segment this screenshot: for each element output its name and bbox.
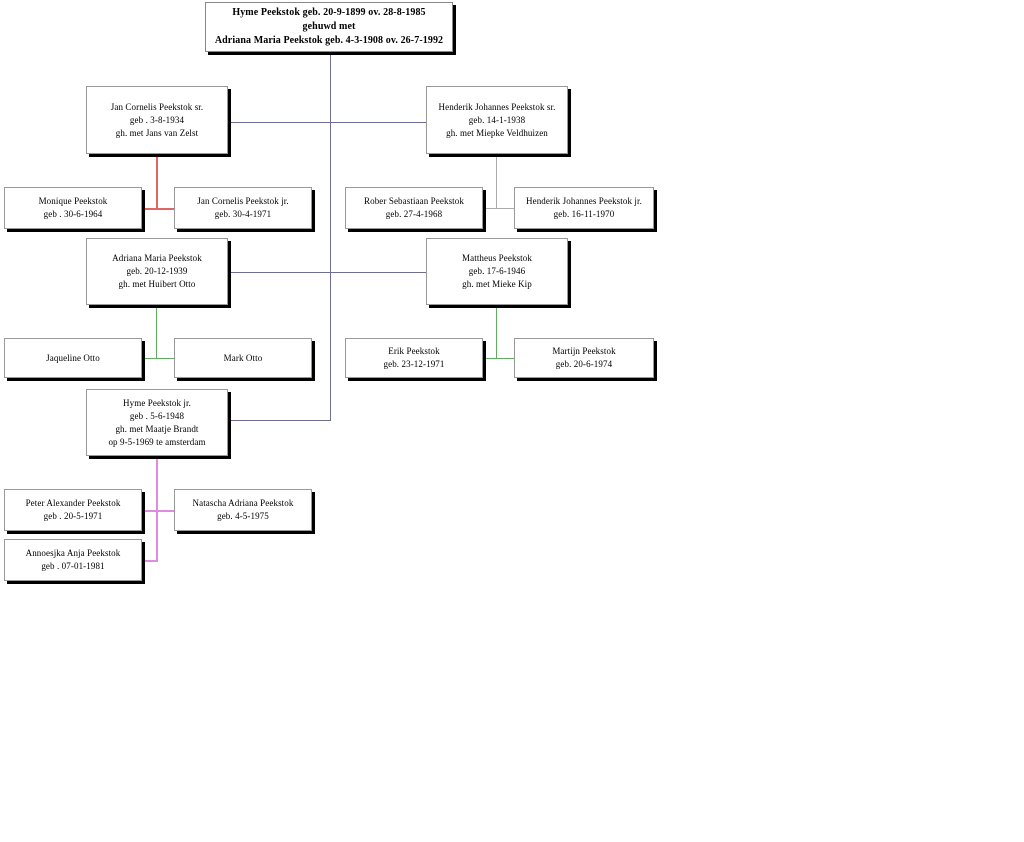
person-box-annoesjka-anja[interactable]: Annoesjka Anja Peekstok geb . 07-01-1981: [4, 539, 142, 581]
person-name: Hyme Peekstok jr.: [123, 397, 191, 408]
trunk-branch-gen2-row3: [228, 272, 428, 273]
person-name: Jan Cornelis Peekstok jr.: [197, 196, 289, 206]
person-birth: geb . 3-8-1934: [129, 114, 185, 125]
person-box-jaqueline-otto[interactable]: Jaqueline Otto: [4, 338, 142, 378]
person-birth: geb . 20-5-1971: [43, 511, 103, 521]
person-name: Henderik Johannes Peekstok jr.: [526, 196, 642, 206]
connector-family4-horizontal: [482, 358, 514, 359]
person-name: Henderik Johannes Peekstok sr.: [438, 101, 556, 112]
person-name: Mattheus Peekstok: [462, 253, 532, 263]
trunk-branch-gen2-row1: [228, 122, 428, 123]
person-box-henderik-johannes-jr[interactable]: Henderik Johannes Peekstok jr. geb. 16-1…: [514, 187, 654, 229]
root-line-2: gehuwd met: [302, 21, 356, 32]
connector-family3-vertical: [156, 304, 157, 359]
person-birth: geb . 5-6-1948: [129, 410, 185, 421]
person-box-natascha-adriana[interactable]: Natascha Adriana Peekstok geb. 4-5-1975: [174, 489, 312, 531]
connector-family1-horizontal: [142, 208, 174, 210]
person-name: Annoesjka Anja Peekstok: [25, 548, 121, 558]
person-marriage: gh. met Huibert Otto: [118, 279, 196, 289]
connector-family5-horizontal-row1: [142, 510, 174, 512]
person-name: Natascha Adriana Peekstok: [192, 498, 294, 508]
person-birth: geb. 16-11-1970: [553, 209, 615, 219]
person-birth: geb. 20-6-1974: [555, 359, 613, 369]
root-line-1: Hyme Peekstok geb. 20-9-1899 ov. 28-8-19…: [232, 7, 426, 18]
person-birth: geb . 07-01-1981: [41, 561, 105, 571]
person-birth: geb . 30-6-1964: [43, 209, 103, 219]
trunk-vertical-main: [330, 51, 331, 421]
person-birth: geb. 30-4-1971: [214, 209, 272, 219]
person-box-erik[interactable]: Erik Peekstok geb. 23-12-1971: [345, 338, 483, 378]
person-box-jan-cornelis-jr[interactable]: Jan Cornelis Peekstok jr. geb. 30-4-1971: [174, 187, 312, 229]
person-box-rober-sebastiaan[interactable]: Rober Sebastiaan Peekstok geb. 27-4-1968: [345, 187, 483, 229]
person-marriage-place: op 9-5-1969 te amsterdam: [108, 436, 206, 447]
person-birth: geb. 14-1-1938: [468, 114, 526, 125]
person-name: Adriana Maria Peekstok: [112, 253, 202, 263]
person-name: Peter Alexander Peekstok: [25, 498, 121, 508]
person-name: Jaqueline Otto: [46, 352, 100, 363]
person-marriage: gh. met Mieke Kip: [462, 279, 532, 289]
person-birth: geb. 20-12-1939: [126, 266, 188, 276]
person-marriage: gh. met Miepke Veldhuizen: [446, 127, 548, 138]
person-marriage: gh. met Jans van Zelst: [115, 127, 199, 138]
person-box-hyme-jr[interactable]: Hyme Peekstok jr. geb . 5-6-1948 gh. met…: [86, 389, 228, 456]
person-name: Mark Otto: [223, 352, 263, 363]
person-box-peter-alexander[interactable]: Peter Alexander Peekstok geb . 20-5-1971: [4, 489, 142, 531]
person-name: Martijn Peekstok: [552, 346, 616, 356]
person-box-mark-otto[interactable]: Mark Otto: [174, 338, 312, 378]
person-box-mattheus[interactable]: Mattheus Peekstok geb. 17-6-1946 gh. met…: [426, 238, 568, 305]
person-box-monique[interactable]: Monique Peekstok geb . 30-6-1964: [4, 187, 142, 229]
connector-family5-vertical: [156, 455, 158, 561]
person-box-root[interactable]: Hyme Peekstok geb. 20-9-1899 ov. 28-8-19…: [205, 2, 453, 52]
person-name: Jan Cornelis Peekstok sr.: [110, 101, 204, 112]
person-name: Monique Peekstok: [38, 196, 108, 206]
person-box-martijn[interactable]: Martijn Peekstok geb. 20-6-1974: [514, 338, 654, 378]
person-name: Rober Sebastiaan Peekstok: [364, 196, 464, 206]
trunk-branch-hyme-jr: [228, 420, 331, 421]
person-box-adriana-maria[interactable]: Adriana Maria Peekstok geb. 20-12-1939 g…: [86, 238, 228, 305]
person-birth: geb. 23-12-1971: [383, 359, 445, 369]
person-box-henderik-johannes-sr[interactable]: Henderik Johannes Peekstok sr. geb. 14-1…: [426, 86, 568, 154]
person-birth: geb. 4-5-1975: [217, 511, 269, 521]
person-name: Erik Peekstok: [388, 346, 440, 356]
person-box-jan-cornelis-sr[interactable]: Jan Cornelis Peekstok sr. geb . 3-8-1934…: [86, 86, 228, 154]
connector-family2-horizontal: [482, 208, 514, 209]
connector-family4-vertical: [496, 304, 497, 359]
person-marriage: gh. met Maatje Brandt: [115, 423, 199, 434]
person-birth: geb. 17-6-1946: [468, 266, 526, 276]
connector-family1-vertical: [156, 153, 158, 209]
connector-family2-vertical: [496, 153, 497, 209]
connector-family3-horizontal: [142, 358, 174, 359]
connector-family5-horizontal-row2: [142, 560, 158, 562]
person-birth: geb. 27-4-1968: [385, 209, 443, 219]
root-line-3: Adriana Maria Peekstok geb. 4-3-1908 ov.…: [214, 35, 444, 46]
